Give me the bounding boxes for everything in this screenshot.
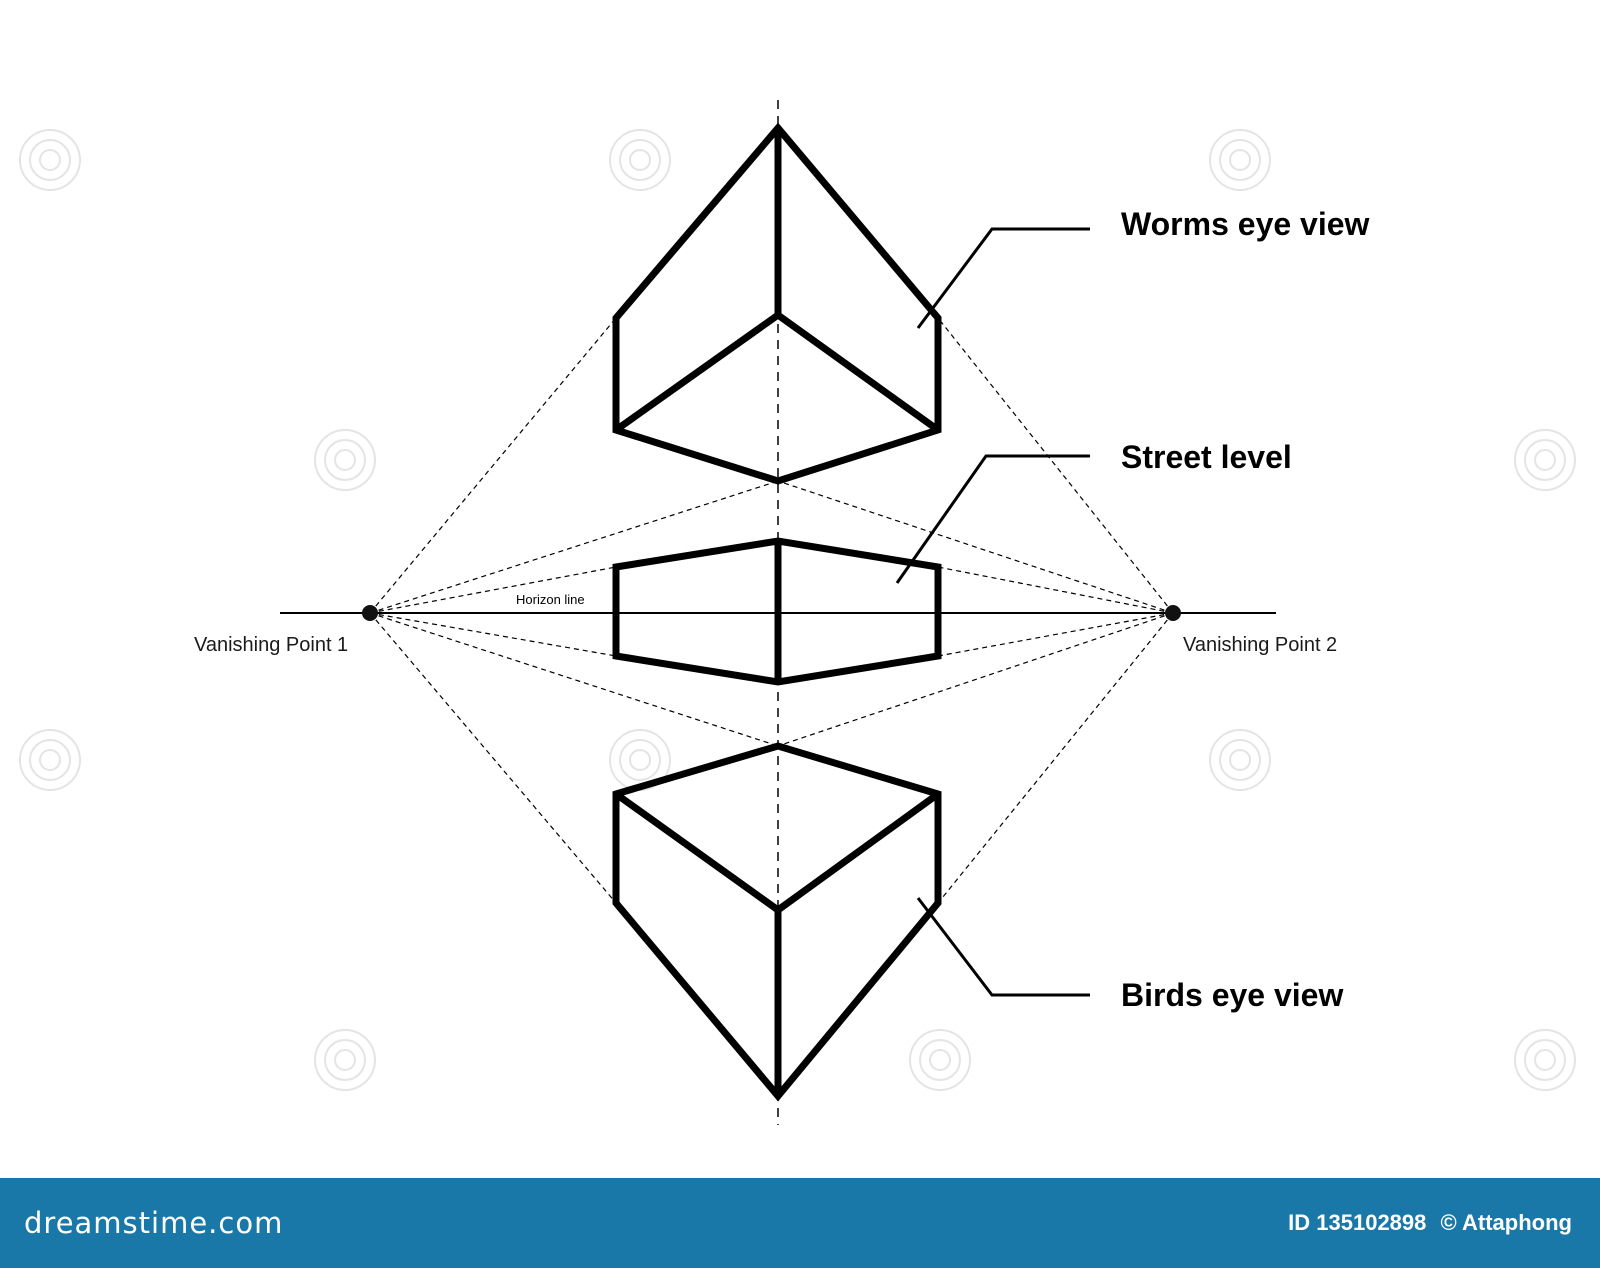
vanishing-point-1-label: Vanishing Point 1	[194, 634, 348, 656]
birds-eye-label: Birds eye view	[1121, 977, 1343, 1013]
worms-eye-leader	[916, 227, 1090, 329]
watermark-pattern	[19, 129, 1576, 1091]
footer-credit: ID 135102898 © Attaphong	[1288, 1210, 1572, 1236]
vanishing-point-2-label: Vanishing Point 2	[1183, 634, 1337, 656]
vanishing-point-2-dot	[1165, 605, 1181, 621]
vanishing-point-1-dot	[362, 605, 378, 621]
street-level-box	[612, 537, 942, 686]
street-level-label: Street level	[1121, 439, 1292, 475]
worms-eye-box	[612, 122, 942, 485]
perspective-diagram: Horizon line Vanishing Point 1 Vanishing…	[19, 100, 1576, 1125]
birds-eye-leader	[916, 897, 1090, 997]
perspective-lines	[369, 317, 1174, 904]
footer-logo[interactable]: dreamstime.com	[24, 1206, 284, 1240]
horizon-line-label: Horizon line	[516, 592, 585, 607]
worms-eye-label: Worms eye view	[1121, 206, 1370, 242]
author-credit: © Attaphong	[1440, 1210, 1572, 1235]
image-id: ID 135102898	[1288, 1210, 1427, 1235]
street-level-leader	[895, 454, 1090, 584]
birds-eye-box	[612, 742, 942, 1102]
footer-bar: dreamstime.com ID 135102898 © Attaphong	[0, 1178, 1600, 1268]
